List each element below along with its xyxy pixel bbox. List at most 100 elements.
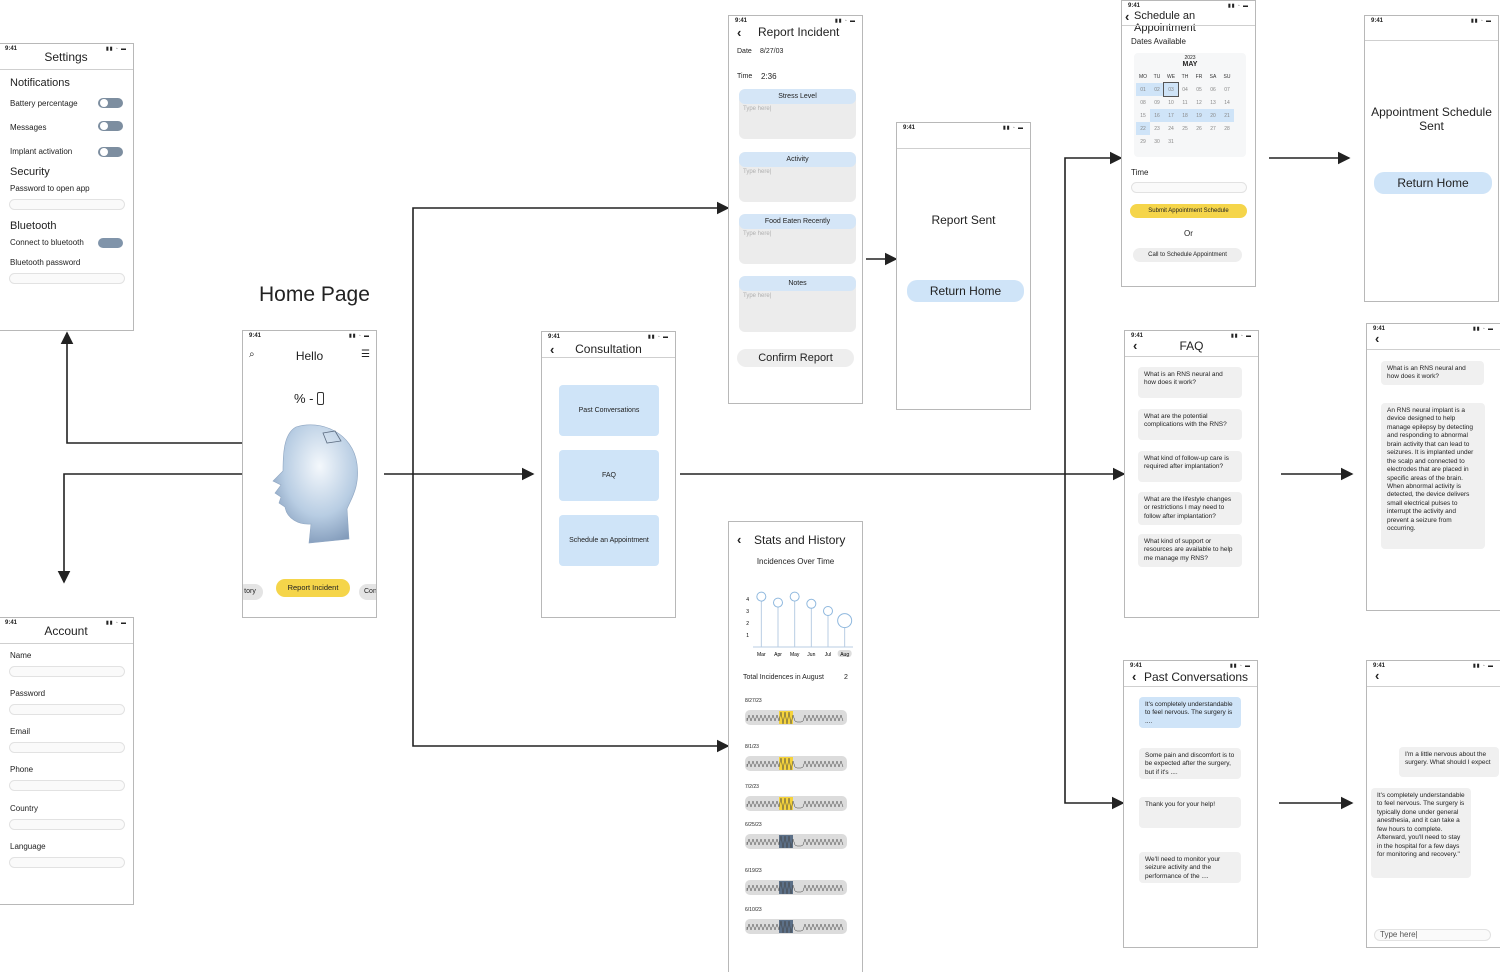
weekday-label: SA xyxy=(1209,73,1217,80)
calendar-day[interactable]: 24 xyxy=(1168,125,1174,132)
consultation-title: Consultation xyxy=(542,342,675,358)
faq-card[interactable]: FAQ xyxy=(559,450,659,501)
back-chevron-icon[interactable]: ‹ xyxy=(737,532,742,547)
search-icon[interactable]: ⌕ xyxy=(249,349,255,360)
arrow-home-to-account xyxy=(57,473,243,584)
calendar-day[interactable]: 04 xyxy=(1182,86,1188,93)
wave-path xyxy=(746,835,844,849)
faq-question-item[interactable]: What is an RNS neural and how does it wo… xyxy=(1138,367,1242,398)
back-chevron-icon[interactable]: ‹ xyxy=(1133,338,1138,353)
implant-activation-toggle[interactable] xyxy=(98,147,123,157)
faq-question-item[interactable]: What kind of follow-up care is required … xyxy=(1138,451,1242,482)
bluetooth-toggle[interactable] xyxy=(98,238,123,248)
message-input[interactable]: Type here| xyxy=(1374,929,1491,941)
incident-date: 8/1/23 xyxy=(745,744,759,750)
calendar-day[interactable]: 21 xyxy=(1220,109,1234,122)
calendar-day[interactable]: 07 xyxy=(1224,86,1230,93)
brainwave-strip[interactable] xyxy=(745,834,847,849)
calendar-day[interactable]: 31 xyxy=(1168,138,1174,145)
calendar-day[interactable]: 20 xyxy=(1206,109,1220,122)
back-chevron-icon[interactable]: ‹ xyxy=(1375,331,1380,346)
calendar-day[interactable]: 29 xyxy=(1140,138,1146,145)
report-incident-button[interactable]: Report Incident xyxy=(276,579,350,597)
password-open-field[interactable] xyxy=(9,199,125,210)
conversation-item[interactable]: Thank you for your help! xyxy=(1139,797,1241,828)
calendar-day[interactable]: 18 xyxy=(1178,109,1192,122)
faq-question-item[interactable]: What are the lifestyle changes or restri… xyxy=(1138,492,1242,525)
faq-question-item[interactable]: What are the potential complications wit… xyxy=(1138,409,1242,440)
calendar-day[interactable]: 06 xyxy=(1210,86,1216,93)
or-label: Or xyxy=(1184,229,1193,238)
calendar-day[interactable]: 22 xyxy=(1136,122,1150,135)
calendar-day[interactable]: 27 xyxy=(1210,125,1216,132)
wave-path xyxy=(746,711,844,725)
back-chevron-icon[interactable]: ‹ xyxy=(737,25,742,40)
calendar-day[interactable]: 23 xyxy=(1154,125,1160,132)
past-conversations-card[interactable]: Past Conversations xyxy=(559,385,659,436)
faq-answer-bubble: An RNS neural implant is a device design… xyxy=(1381,403,1485,549)
faq-question-item[interactable]: What kind of support or resources are av… xyxy=(1138,534,1242,567)
calendar-day[interactable]: 02 xyxy=(1150,83,1164,96)
confirm-report-button[interactable]: Confirm Report xyxy=(737,349,854,367)
country-field[interactable] xyxy=(9,819,125,830)
language-label: Language xyxy=(10,842,46,851)
back-chevron-icon[interactable]: ‹ xyxy=(1132,669,1137,684)
time-field[interactable] xyxy=(1131,182,1247,193)
status-bar: 9:41▮▮ ◦ ▬ xyxy=(243,331,376,341)
bluetooth-password-field[interactable] xyxy=(9,273,125,284)
calendar-day[interactable]: 26 xyxy=(1196,125,1202,132)
conversation-item[interactable]: Some pain and discomfort is to be expect… xyxy=(1139,748,1241,779)
calendar-day[interactable]: 10 xyxy=(1168,99,1174,106)
schedule-appointment-card[interactable]: Schedule an Appointment xyxy=(559,515,659,566)
conversation-item[interactable]: It's completely understandable to feel n… xyxy=(1139,697,1241,728)
calendar-day[interactable]: 11 xyxy=(1182,99,1188,106)
call-schedule-button[interactable]: Call to Schedule Appointment xyxy=(1133,248,1242,262)
calendar-day[interactable]: 05 xyxy=(1196,86,1202,93)
stress-placeholder: Type here| xyxy=(743,106,772,112)
calendar-day[interactable]: 12 xyxy=(1196,99,1202,106)
password-field[interactable] xyxy=(9,704,125,715)
calendar-day[interactable]: 01 xyxy=(1136,83,1150,96)
calendar-day[interactable]: 14 xyxy=(1224,99,1230,106)
language-field[interactable] xyxy=(9,857,125,868)
chip-consultation[interactable]: Con xyxy=(359,584,376,600)
name-field[interactable] xyxy=(9,666,125,677)
filter-icon[interactable]: ☰ xyxy=(361,349,370,360)
submit-appointment-button[interactable]: Submit Appointment Schedule xyxy=(1130,204,1247,218)
country-label: Country xyxy=(10,804,39,813)
calendar-day[interactable]: 19 xyxy=(1192,109,1206,122)
back-chevron-icon[interactable]: ‹ xyxy=(1375,668,1380,683)
messages-toggle[interactable] xyxy=(98,121,123,131)
brainwave-strip[interactable] xyxy=(745,710,847,725)
phone-field[interactable] xyxy=(9,780,125,791)
conversation-item[interactable]: We'll need to monitor your seizure activ… xyxy=(1139,852,1241,883)
brainwave-strip[interactable] xyxy=(745,796,847,811)
calendar-day[interactable]: 15 xyxy=(1140,112,1146,119)
calendar-day[interactable]: 17 xyxy=(1164,109,1178,122)
calendar-day[interactable]: 09 xyxy=(1154,99,1160,106)
battery-percentage-toggle[interactable] xyxy=(98,98,123,108)
calendar-day[interactable]: 03 xyxy=(1163,82,1179,97)
return-home-button[interactable]: Return Home xyxy=(1374,172,1492,194)
brainwave-strip[interactable] xyxy=(745,919,847,934)
status-bar: 9:41▮▮ ◦ ▬ xyxy=(542,332,675,342)
calendar-day[interactable]: 25 xyxy=(1182,125,1188,132)
calendar-day[interactable]: 13 xyxy=(1210,99,1216,106)
calendar-day[interactable]: 08 xyxy=(1140,99,1146,106)
calendar-day[interactable]: 16 xyxy=(1150,109,1164,122)
chip-history[interactable]: tory xyxy=(243,584,263,600)
brainwave-strip[interactable] xyxy=(745,880,847,895)
brainwave-strip[interactable] xyxy=(745,756,847,771)
return-home-button[interactable]: Return Home xyxy=(907,280,1024,302)
calendar-day[interactable]: 28 xyxy=(1224,125,1230,132)
back-chevron-icon[interactable]: ‹ xyxy=(1125,9,1130,24)
email-field[interactable] xyxy=(9,742,125,753)
back-chevron-icon[interactable]: ‹ xyxy=(550,342,555,357)
calendar-day[interactable]: 30 xyxy=(1154,138,1160,145)
